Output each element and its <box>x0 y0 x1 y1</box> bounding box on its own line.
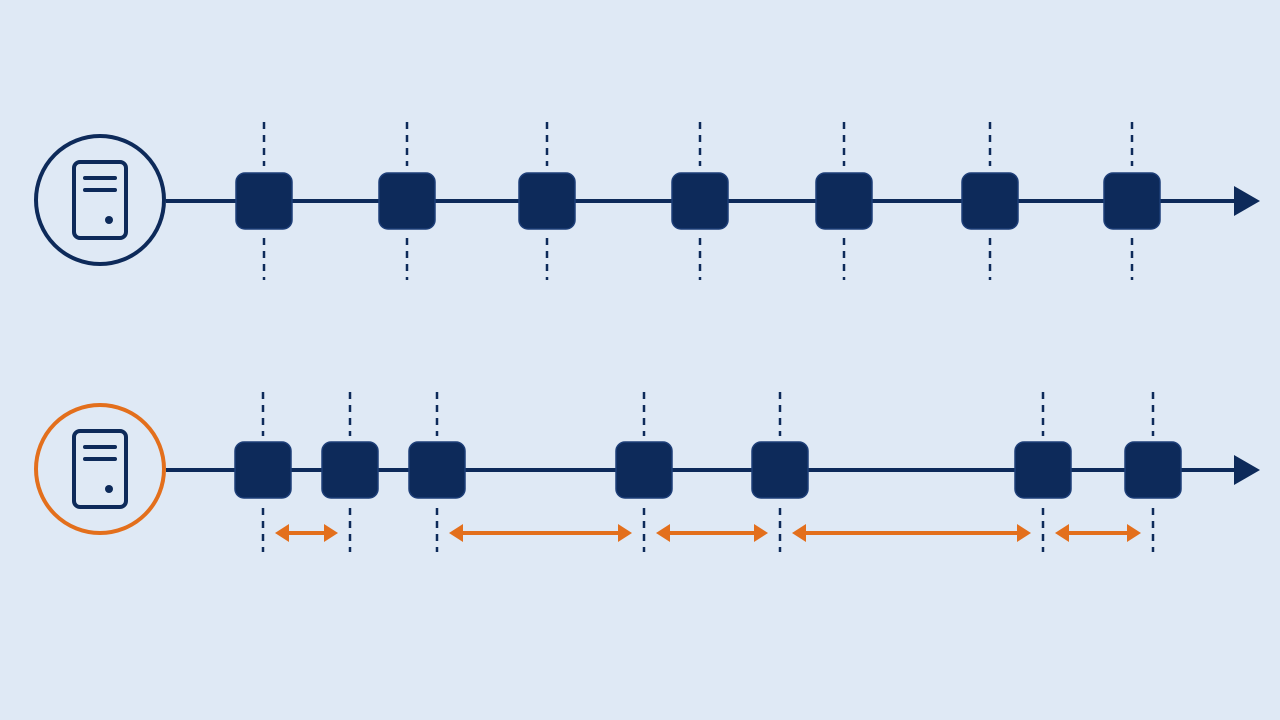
server-ring <box>34 134 166 266</box>
packets-regular <box>235 122 1161 280</box>
packet <box>378 172 436 230</box>
gap-arrow-icon <box>275 524 338 542</box>
packets-jitter <box>234 392 1182 552</box>
server-ring <box>34 403 166 535</box>
gap-arrow-icon <box>1055 524 1141 542</box>
gap-arrow-icon <box>656 524 768 542</box>
packet <box>1014 441 1072 499</box>
timeline-regular <box>34 122 1260 280</box>
packet <box>961 172 1019 230</box>
packet <box>751 441 809 499</box>
gap-arrow-icon <box>449 524 632 542</box>
gap-markers <box>275 524 1141 542</box>
packet <box>815 172 873 230</box>
timeline-arrowhead-icon <box>1234 186 1260 216</box>
server-node <box>34 134 166 266</box>
timeline-jitter <box>34 392 1260 552</box>
packet <box>234 441 292 499</box>
timeline-arrowhead-icon <box>1234 455 1260 485</box>
server-icon <box>72 160 128 240</box>
packet <box>1103 172 1161 230</box>
packet <box>615 441 673 499</box>
packet <box>408 441 466 499</box>
server-icon <box>72 429 128 509</box>
packet <box>671 172 729 230</box>
packet <box>518 172 576 230</box>
packet <box>1124 441 1182 499</box>
gap-arrow-icon <box>792 524 1031 542</box>
packet <box>235 172 293 230</box>
packet <box>321 441 379 499</box>
server-node <box>34 403 166 535</box>
